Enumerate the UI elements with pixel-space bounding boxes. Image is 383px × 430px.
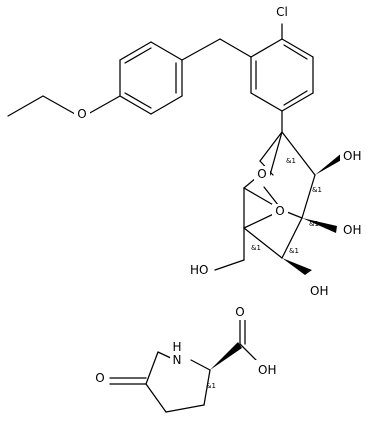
stereo-label: &1: [309, 220, 319, 228]
aryl-o-bond: [87, 95, 121, 115]
ethoxyphenyl-ring: [119, 41, 183, 115]
atom-label-oh: OH: [343, 149, 361, 163]
atom-label-o-ethoxy: O: [77, 107, 86, 121]
atom-label-h: H: [172, 340, 181, 354]
atom-label-oh: OH: [343, 223, 361, 237]
glycoside-molecule: Cl O O O OH OH OH HO &1 &1 &1 &1 &1: [7, 2, 365, 299]
ethyl-bond: [7, 95, 44, 117]
stereo-wedge: [302, 218, 337, 233]
stereo-label: &1: [206, 382, 216, 390]
stereo-wedge: [210, 342, 242, 370]
benzyl-bond: [219, 38, 252, 58]
ch2oh-bond: [214, 259, 245, 271]
atom-label-o-bridge: O: [275, 204, 284, 218]
bicyclic-sugar: [243, 131, 316, 259]
pyroglutamic-acid-molecule: H N O OH O &1: [92, 304, 278, 413]
stereo-label: &1: [312, 186, 322, 194]
stereo-wedge: [282, 258, 312, 275]
stereo-label: &1: [286, 157, 296, 165]
atom-label-ho: HO: [190, 263, 208, 277]
atom-label-n: N: [173, 353, 182, 367]
atom-label-o-acid: O: [235, 305, 244, 319]
stereo-wedge: [315, 152, 345, 175]
stereo-label: &1: [251, 244, 261, 252]
atom-label-oh: OH: [310, 284, 328, 298]
benzyl-bond: [181, 38, 221, 61]
atom-label-o-ring: O: [257, 167, 266, 181]
chlorophenyl-ring: [250, 38, 314, 112]
ethyl-bond: [42, 95, 76, 115]
atom-label-oh-acid: OH: [258, 363, 276, 377]
stereo-label: &1: [289, 247, 299, 255]
pyrrolidinone-ring: [145, 351, 211, 413]
atom-label-o-lactam: O: [95, 371, 104, 385]
atom-label-cl: Cl: [276, 5, 288, 19]
